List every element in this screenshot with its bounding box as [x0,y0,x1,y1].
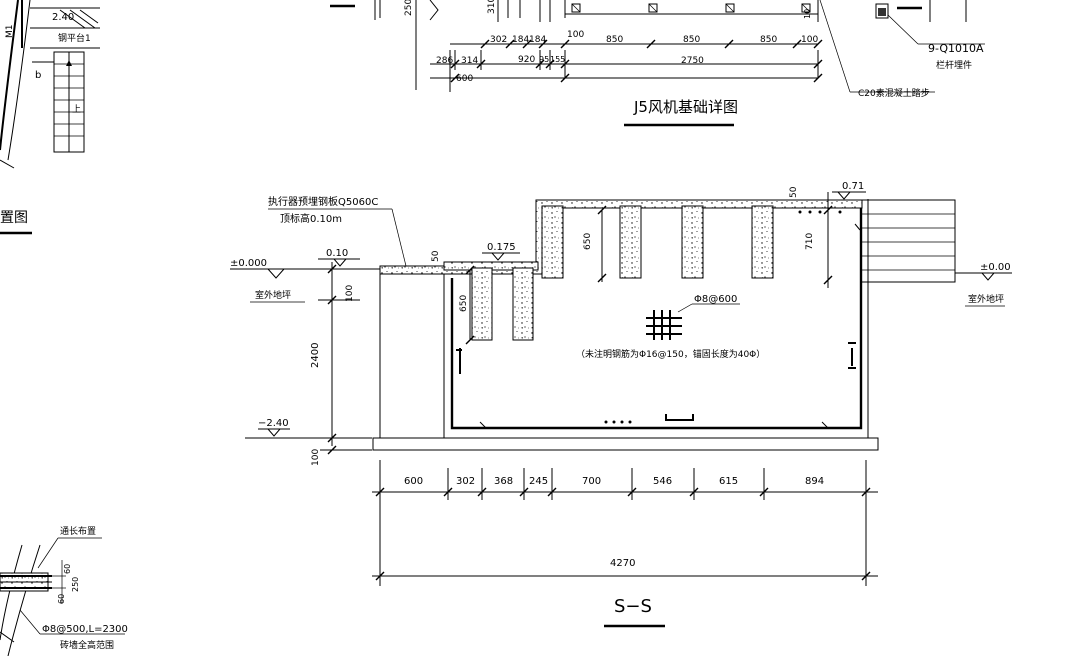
j5-title: J5风机基础详图 [633,98,738,116]
j5-dim-250: 250 [404,0,414,16]
dim-710: 710 [805,233,815,250]
bottom-dim: 302 [456,476,475,487]
dim-2400: 2400 [310,343,321,368]
j5-dim-row1: 850 [606,35,623,45]
j5-dim-row1: 850 [683,35,700,45]
plan-label-240: 2.40 [52,12,74,23]
pier-3 [541,205,564,279]
bottom-dim: 615 [719,476,738,487]
j5-dim-row2: 920 [518,55,535,65]
dim-100-bottom: 100 [311,449,321,466]
level-left: ±0.000 [230,258,267,269]
plan-label-b: b [35,70,41,81]
j5-dim-row1: 302 [490,35,507,45]
brick-wall-note: 砖墙全高范围 [60,639,114,651]
j5-dim-row2: 155 [550,55,565,64]
dim-60a: 60 [63,564,72,574]
j5-dim-row1: 184 [512,35,529,45]
mesh-label: Φ8@600 [694,294,737,305]
dim-250: 250 [71,577,80,592]
j5-dim-row2: 286 [436,56,453,66]
section-ss: Φ8@600 （未注明钢筋为Φ16@150，锚固长度为40Φ） 执行器预埋钢板Q… [230,181,1012,628]
outdoor-ground-left: 室外地坪 [255,289,291,301]
j5-rebar-tag: 9-Q1010A [928,42,984,55]
j5-rebar-tag-note: 栏杆埋件 [936,59,972,71]
dim-100-top: 100 [345,285,355,302]
j5-dim-310: 310 [487,0,497,14]
rebar-mesh-symbol [646,303,740,340]
bottom-dim: 600 [404,476,423,487]
j5-dim-10: 10 [803,9,812,19]
j5-dim-row1: 100 [801,35,818,45]
bottom-left-detail: 通长布置 60 250 60 Φ8@500,L=2300 砖墙全高范围 [0,525,128,656]
j5-dim-600: 600 [456,74,473,84]
plan-label-up: 上 [72,104,81,115]
dim-50b: 50 [789,186,799,198]
pier-5 [681,205,704,279]
bottom-dim: 546 [653,476,672,487]
j5-step-note: C20素混凝土踏步 [858,87,930,99]
level-neg240: −2.40 [258,418,289,429]
dim-650a: 650 [459,295,469,312]
top-left-plan: 2.40 M1 钢平台1 b 上 置图 [0,0,100,235]
embedded-plate-note-1: 执行器预埋钢板Q5060C [268,195,378,208]
dim-50a: 50 [431,250,441,262]
j5-dim-row2: 2750 [681,56,704,66]
pier-4 [619,205,642,279]
plan-label-steel-platform: 钢平台1 [58,32,91,44]
j5-fan-foundation-detail: 250 310 10 9-Q1010A 栏杆埋件 C20素混凝土踏步 [330,0,985,127]
j5-dim-row1: 850 [760,35,777,45]
plan-label-m1: M1 [5,25,15,39]
rebar-note: （未注明钢筋为Φ16@150，锚固长度为40Φ） [576,348,765,360]
total-dim: 4270 [610,558,635,569]
pier-6 [751,205,774,279]
level-0175: 0.175 [487,242,516,253]
bottom-dim: 700 [582,476,601,487]
outdoor-ground-right: 室外地坪 [968,293,1004,305]
pier-2 [512,267,534,341]
dim-60b: 60 [57,594,66,604]
j5-dim-row1: 184 [529,35,546,45]
embedded-plate-note-2: 顶标高0.10m [280,212,342,225]
continuous-layout-label: 通长布置 [60,525,96,537]
bottom-dim: 894 [805,476,824,487]
level-010: 0.10 [326,248,348,259]
plan-title-fragment: 置图 [0,210,28,226]
j5-dim-row2: 95 [539,55,549,64]
bottom-dim: 368 [494,476,513,487]
bottom-dim: 245 [529,476,548,487]
rebar-note-bottom: Φ8@500,L=2300 [42,624,128,635]
section-title: S−S [614,596,652,617]
dim-650b: 650 [583,233,593,250]
level-071: 0.71 [842,181,864,192]
j5-dim-row2: 314 [461,56,478,66]
level-right: ±0.00 [980,262,1011,273]
j5-dim-row1: 100 [567,30,584,40]
pier-1 [471,267,493,341]
